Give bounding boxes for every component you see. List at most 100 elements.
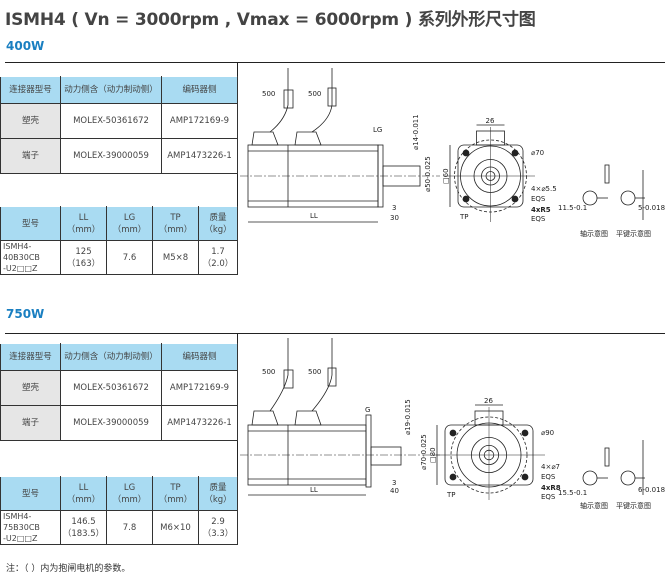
- side-view: [240, 338, 440, 496]
- dim-label-tp: TP: [459, 213, 469, 221]
- header-cell: 动力侧含（动力制动侧）: [60, 76, 162, 104]
- section-label: 400W: [6, 39, 45, 53]
- table-cell: AMP1473226-1: [161, 405, 238, 441]
- table-cell: 塑壳: [0, 103, 61, 139]
- header-cell: 型号: [0, 206, 61, 241]
- table-cell: M5×8: [152, 240, 199, 275]
- table-cell: 146.5 （183.5）: [60, 510, 107, 545]
- dim-label-width: 26: [486, 117, 495, 125]
- dim-label-shaft-len: 40: [390, 487, 399, 495]
- dim-label-cap-shaft: 轴示意图: [580, 501, 608, 510]
- dim-label-width: 26: [484, 397, 493, 405]
- table-cell: 7.8: [106, 510, 153, 545]
- table-cell: MOLEX-39000059: [60, 405, 162, 441]
- header-cell: 质量 （kg）: [198, 206, 238, 241]
- header-cell: 编码器侧: [161, 343, 238, 371]
- table-cell: M6×10: [152, 510, 199, 545]
- dim-label-cable2: 500: [308, 368, 321, 376]
- section-label: 750W: [6, 307, 45, 321]
- table-cell: 125 （163）: [60, 240, 107, 275]
- divider: [5, 62, 665, 63]
- table-cell: AMP1473226-1: [161, 138, 238, 174]
- dim-label-cap-key: 平键示意图: [616, 229, 651, 238]
- dim-label-ll: LL: [310, 212, 318, 220]
- dim-label-pcd: ⌀70: [531, 149, 544, 157]
- dim-label-key-w: 6-0.018: [638, 486, 665, 494]
- dim-label-cable2: 500: [308, 90, 321, 98]
- header-cell: 质量 （kg）: [198, 476, 238, 511]
- table-cell: MOLEX-39000059: [60, 138, 162, 174]
- motor-dimension-drawing: 500 500 G LL 340 ⌀19-0.015 ⌀70-0.025 26 ⌀90…: [240, 338, 665, 510]
- dim-label-holes: 4×⌀7: [541, 463, 560, 471]
- header-cell: LG （mm）: [106, 476, 153, 511]
- dim-label-eqs2: EQS: [541, 493, 556, 501]
- footnote: 注：（ ）内为抱闸电机的参数。: [6, 564, 131, 574]
- dim-label-cap-shaft: 轴示意图: [580, 229, 608, 238]
- table-cell: 端子: [0, 138, 61, 174]
- dim-label-cap-key: 平键示意图: [616, 501, 651, 510]
- dim-label-key-dim: 15.5-0.1: [558, 489, 587, 497]
- dim-label-tp: TP: [446, 491, 456, 499]
- table-cell: 2.9 （3.3）: [198, 510, 238, 545]
- dim-label-key-dim: 11.5-0.1: [558, 204, 587, 212]
- table-cell: 塑壳: [0, 370, 61, 406]
- dim-label-flange-dim: ⌀70-0.025: [420, 434, 428, 470]
- dim-label-square: □80: [429, 447, 437, 463]
- table-cell: MOLEX-50361672: [60, 103, 162, 139]
- dim-label-radius: 4xR5: [531, 206, 551, 214]
- table-cell: AMP172169-9: [161, 370, 238, 406]
- header-cell: 编码器侧: [161, 76, 238, 104]
- header-cell: TP （mm）: [152, 206, 199, 241]
- dim-label-cable1: 500: [262, 90, 275, 98]
- front-view: [446, 124, 535, 222]
- dim-label-lg: G: [365, 406, 370, 414]
- table-cell: AMP172169-9: [161, 103, 238, 139]
- header-cell: LL （mm）: [60, 206, 107, 241]
- dim-label-flange-dim: ⌀50-0.025: [424, 156, 432, 192]
- header-cell: TP （mm）: [152, 476, 199, 511]
- column-divider: [237, 62, 238, 274]
- dim-label-cable1: 500: [262, 368, 275, 376]
- shaft-key-views: [582, 440, 645, 495]
- side-view: [240, 68, 440, 223]
- table-cell: 7.6: [106, 240, 153, 275]
- header-cell: 动力侧含（动力制动侧）: [60, 343, 162, 371]
- dim-label-pcd: ⌀90: [541, 429, 554, 437]
- divider: [5, 333, 665, 334]
- dim-label-d3: 3: [392, 479, 396, 487]
- header-cell: LG （mm）: [106, 206, 153, 241]
- dim-label-ll: LL: [310, 486, 318, 494]
- table-cell: ISMH4- 40B30CB -U2□□Z: [0, 240, 61, 275]
- header-cell: 连接器型号: [0, 343, 61, 371]
- dim-label-eqs2: EQS: [531, 215, 546, 223]
- table-cell: ISMH4- 75B30CB -U2□□Z: [0, 510, 61, 545]
- dim-label-radius: 4xR8: [541, 484, 561, 492]
- table-cell: 端子: [0, 405, 61, 441]
- header-cell: 连接器型号: [0, 76, 61, 104]
- dim-label-d3: 3: [392, 204, 396, 212]
- shaft-key-views: [582, 164, 645, 220]
- header-cell: LL （mm）: [60, 476, 107, 511]
- dim-label-key-w: 5-0.018: [638, 204, 665, 212]
- table-cell: 1.7 （2.0）: [198, 240, 238, 275]
- page-title: ISMH4 ( Vn = 3000rpm , Vmax = 6000rpm ) …: [5, 10, 536, 30]
- dim-label-lg: LG: [373, 126, 382, 134]
- dim-label-eqs1: EQS: [541, 473, 556, 481]
- front-view: [433, 404, 545, 500]
- dim-label-shaft-dim: ⌀14-0.011: [412, 114, 420, 150]
- dim-label-holes: 4×⌀5.5: [531, 185, 557, 193]
- dim-label-shaft-dim: ⌀19-0.015: [404, 399, 412, 435]
- dim-label-square: □60: [442, 168, 450, 184]
- table-cell: MOLEX-50361672: [60, 370, 162, 406]
- header-cell: 型号: [0, 476, 61, 511]
